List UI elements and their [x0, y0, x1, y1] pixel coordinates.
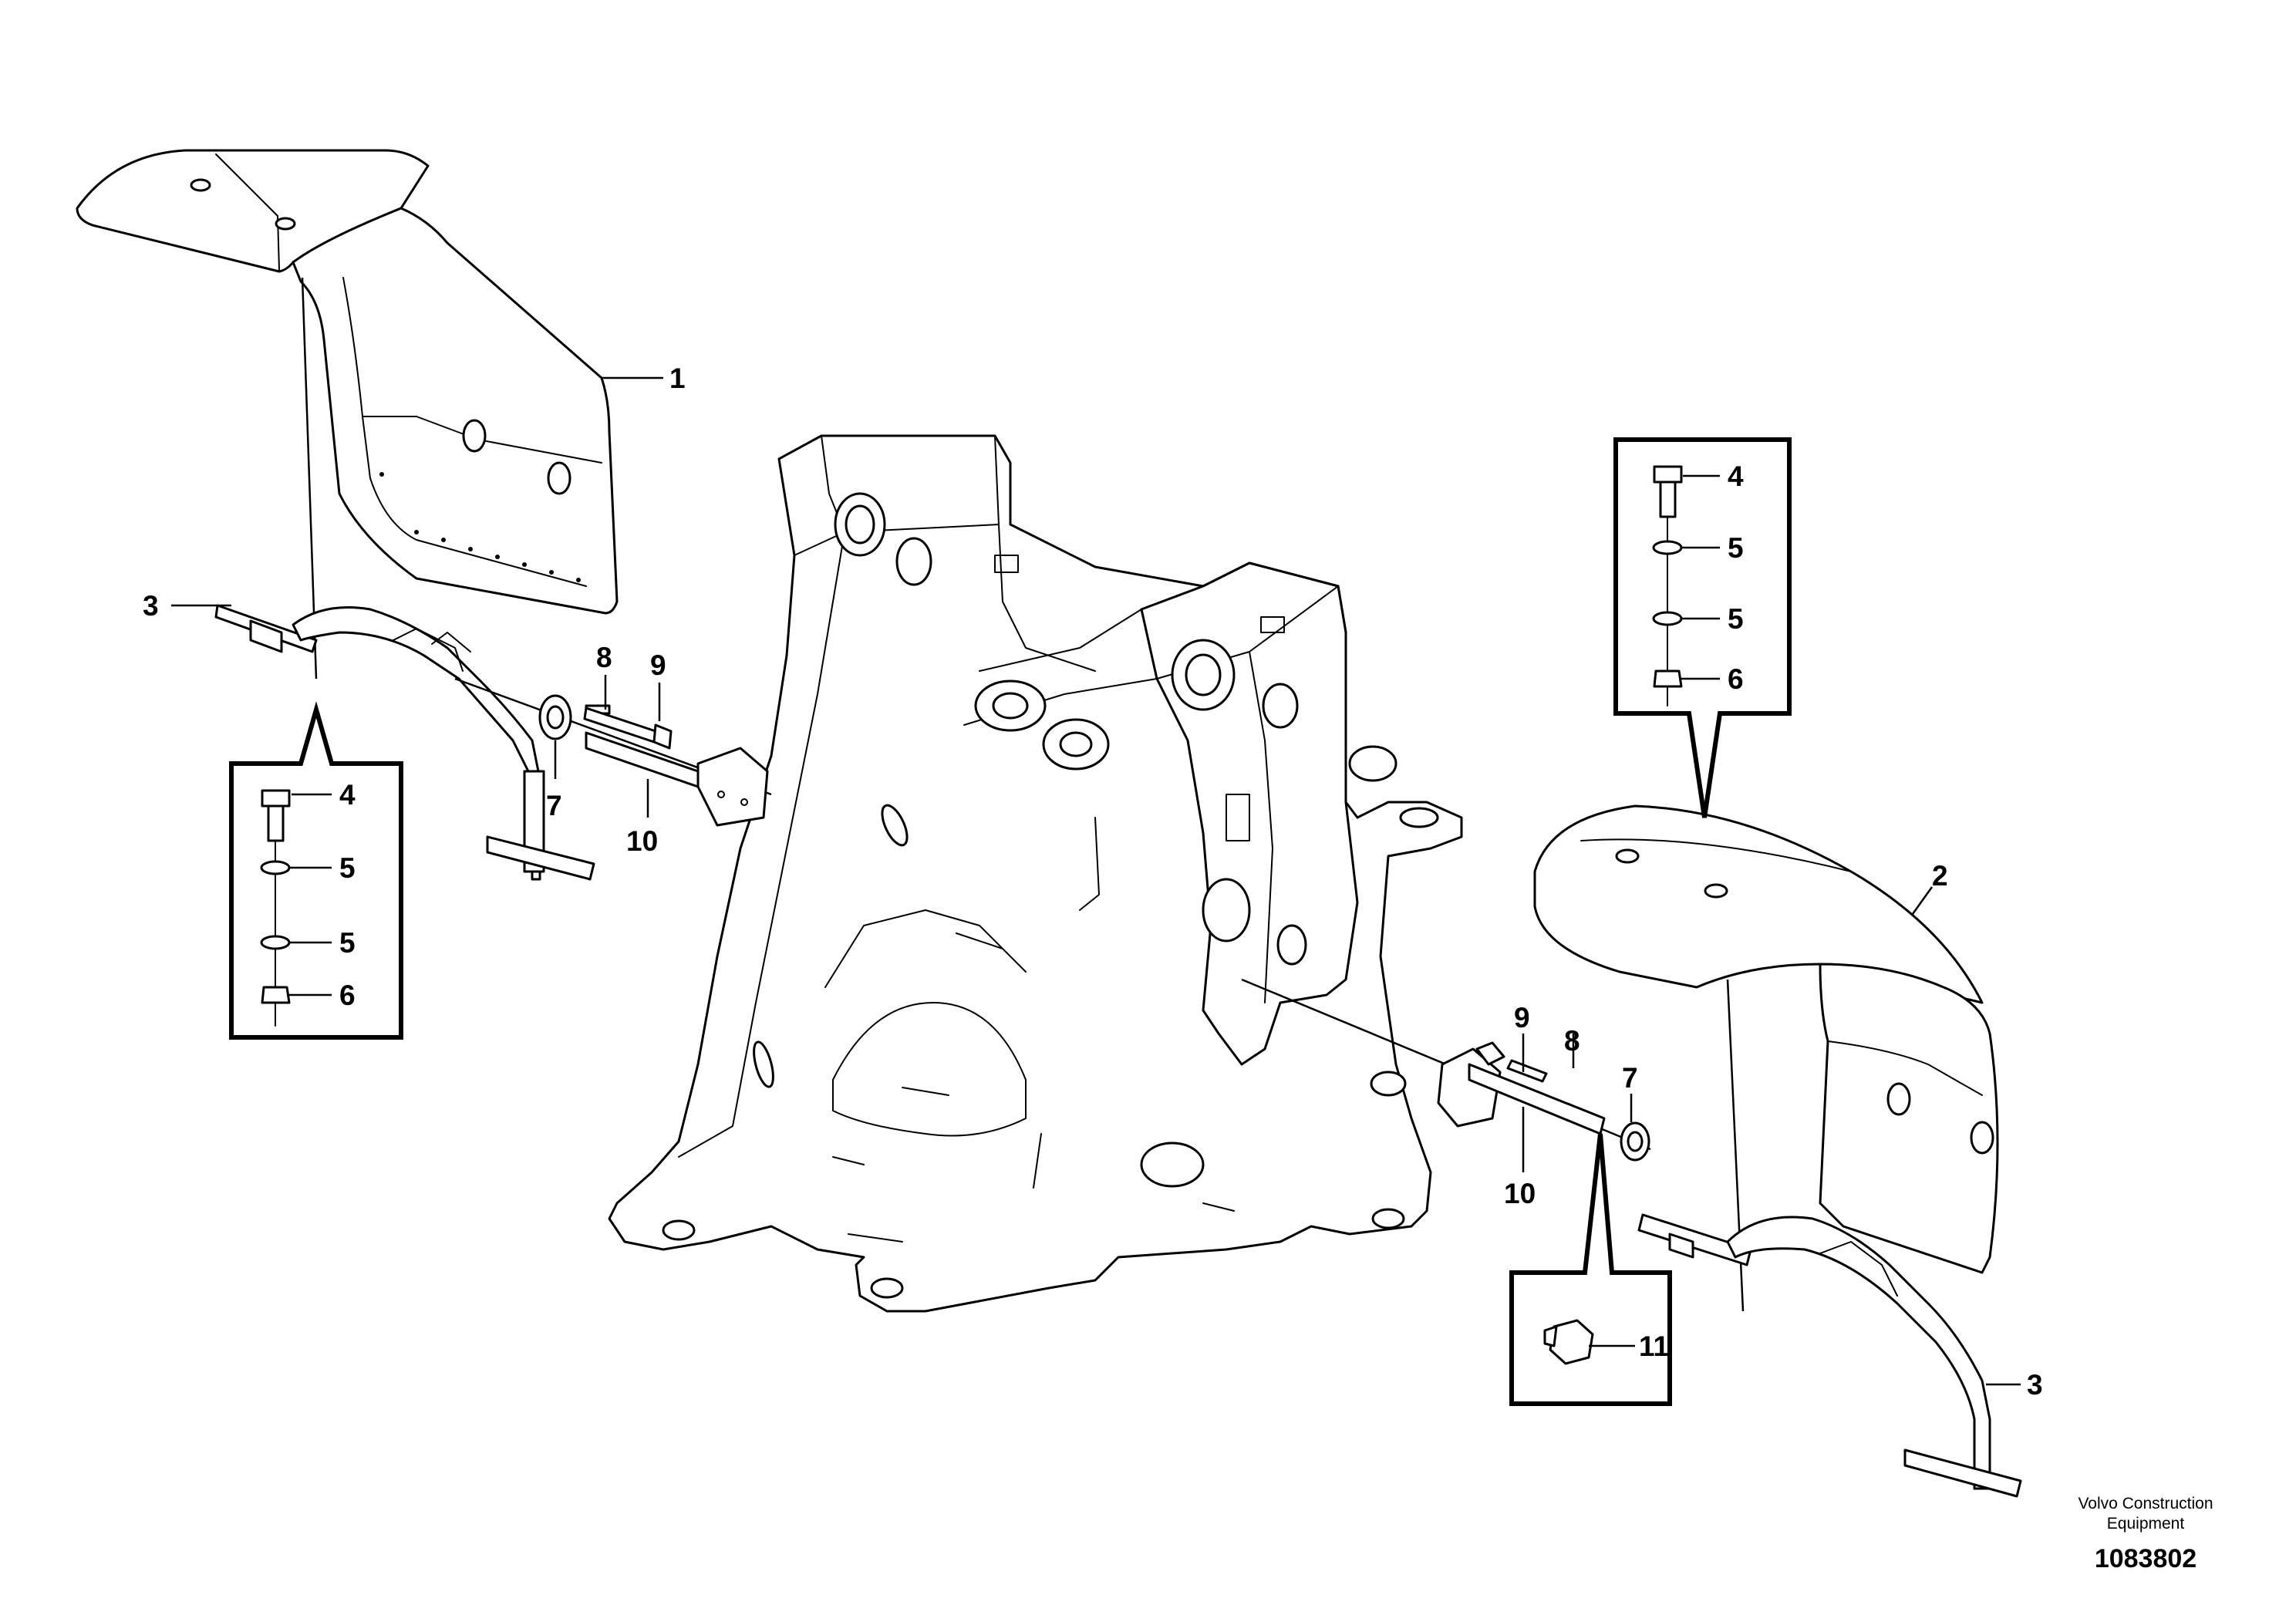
left-hardware-box: [229, 701, 403, 1040]
right-hardware-box: [1613, 437, 1792, 818]
callout-8-right: 8: [1564, 1025, 1580, 1057]
callout-1: 1: [669, 363, 686, 394]
callout-5b-left: 5: [339, 927, 356, 959]
right-fender: [1533, 804, 1999, 1274]
callout-5b-right: 5: [1728, 603, 1744, 635]
left-fender: [76, 149, 619, 615]
credit-line-1: Volvo Construction: [2078, 1495, 2213, 1512]
left-pin-assembly: [454, 677, 772, 827]
callout-7-right: 7: [1622, 1062, 1638, 1094]
left-center-line: [301, 277, 318, 679]
front-frame: [608, 434, 1463, 1313]
callout-10-right: 10: [1504, 1178, 1536, 1209]
callout-5a-left: 5: [339, 852, 356, 884]
callout-labels: 1 3 4 5 5 6 7 8 9 10 2 4 5 5 6 9 8 7 10 …: [143, 363, 2043, 1401]
right-pin-assembly: [1241, 978, 1651, 1162]
callout-3-right: 3: [2027, 1369, 2043, 1401]
callout-2: 2: [1932, 860, 1948, 892]
callout-8-left: 8: [596, 642, 612, 673]
footer-credit: Volvo Construction Equipment 1083802: [2078, 1495, 2213, 1573]
callout-10-left: 10: [626, 825, 658, 857]
callout-6-right: 6: [1728, 663, 1744, 695]
callout-7-left: 7: [546, 790, 562, 821]
sensor-box: [1509, 1133, 1672, 1406]
callout-5a-right: 5: [1728, 532, 1744, 564]
right-bracket: [1637, 1213, 2022, 1498]
leader-lines: [171, 376, 2021, 1386]
callout-3-left: 3: [143, 590, 159, 622]
callout-9-left: 9: [650, 649, 666, 681]
callout-11: 11: [1639, 1330, 1669, 1362]
callout-9-right: 9: [1514, 1002, 1530, 1034]
document-number: 1083802: [2095, 1544, 2197, 1573]
callout-6-left: 6: [339, 980, 356, 1011]
callout-4-right: 4: [1728, 460, 1744, 492]
credit-line-2: Equipment: [2107, 1515, 2185, 1533]
callout-4-left: 4: [339, 779, 356, 811]
left-bracket: [214, 604, 595, 881]
